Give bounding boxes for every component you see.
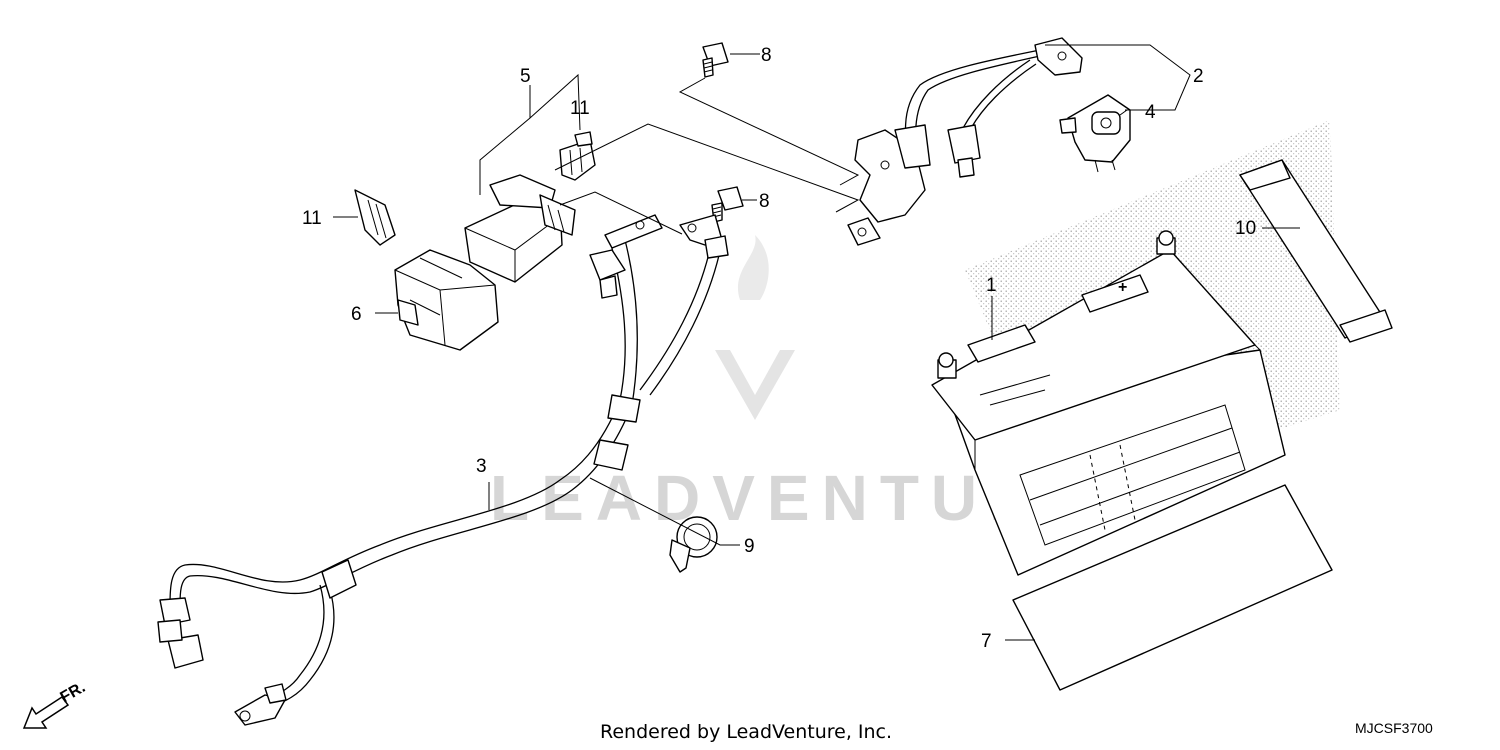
battery-part: +: [931, 230, 1286, 576]
callout-11-lower: 11: [302, 208, 322, 229]
front-arrow-icon: [22, 695, 70, 729]
fuse-part-upper: [559, 131, 596, 181]
callouts: 1 2 3 4 5 6 7 8 8 9 10 11 11: [302, 45, 1256, 652]
battery-pad-part: [1012, 484, 1333, 691]
relay-cover-part: [394, 249, 499, 351]
callout-8-upper: 8: [761, 45, 772, 66]
callout-7: 7: [981, 631, 992, 652]
callout-9: 9: [744, 536, 755, 557]
starter-relay-part: [464, 174, 576, 283]
callout-1: 1: [986, 275, 997, 296]
svg-text:+: +: [1118, 279, 1127, 296]
fuse-part-lower: [354, 189, 396, 246]
callout-8-lower: 8: [759, 191, 770, 212]
callout-2: 2: [1193, 66, 1204, 87]
battery-cable-part: [157, 214, 729, 726]
leader-lines: [333, 44, 1300, 641]
front-direction-indicator: FR.: [22, 679, 88, 729]
sensor-harness-part: [847, 37, 1083, 246]
footer-credit: Rendered by LeadVenture, Inc.: [600, 721, 892, 743]
sensor-cover-part: [1059, 94, 1131, 173]
battery-strap-part: [1239, 159, 1393, 343]
cable-tie-part: [669, 516, 718, 573]
bolt-part-lower: [711, 186, 744, 223]
callout-4: 4: [1145, 102, 1156, 123]
callout-6: 6: [351, 304, 362, 325]
callout-11-upper: 11: [570, 98, 590, 119]
bolt-part-upper: [702, 42, 729, 78]
callout-10: 10: [1235, 218, 1256, 239]
callout-5: 5: [520, 66, 531, 87]
diagram-code: MJCSF3700: [1355, 720, 1433, 736]
callout-3: 3: [476, 456, 487, 477]
